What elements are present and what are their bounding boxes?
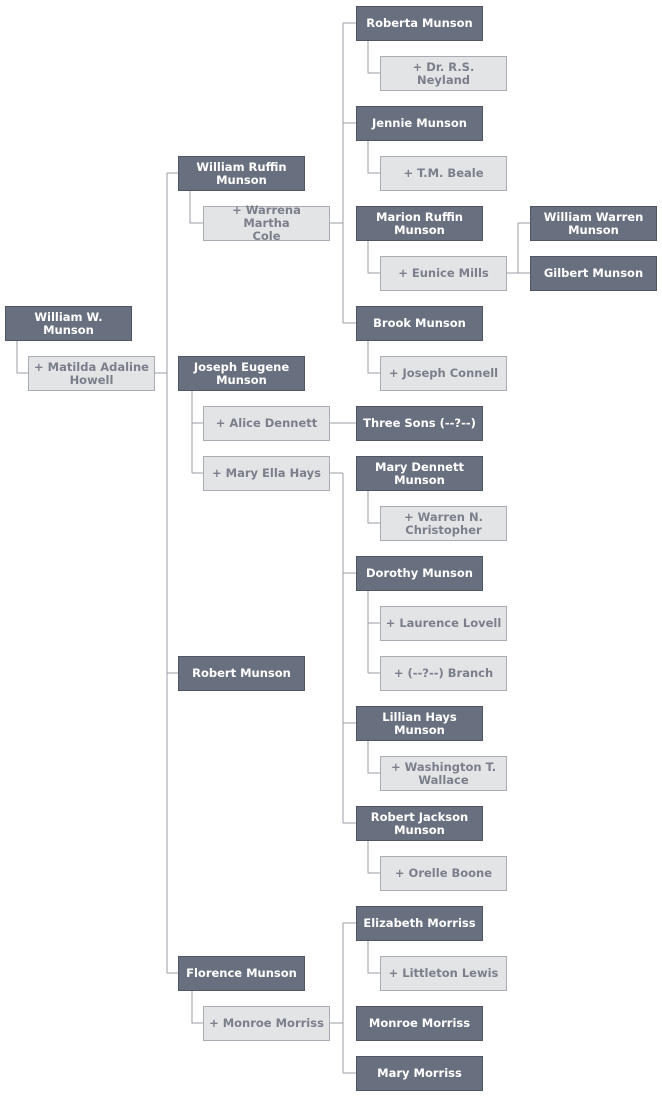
person-william-warren-munson[interactable]: William Warren Munson bbox=[530, 206, 657, 241]
person-william-w-munson[interactable]: William W. Munson bbox=[5, 306, 132, 341]
spouse-link bbox=[191, 391, 203, 474]
spouse-joseph-connell[interactable]: + Joseph Connell bbox=[380, 356, 507, 391]
spouse-link bbox=[189, 191, 203, 224]
spouse-link bbox=[367, 841, 380, 874]
spouse-mary-ella-hays[interactable]: + Mary Ella Hays bbox=[203, 456, 330, 491]
spouse-tm-beale[interactable]: + T.M. Beale bbox=[380, 156, 507, 191]
children-link bbox=[330, 22, 356, 324]
spouse-link bbox=[367, 241, 380, 274]
person-florence-munson[interactable]: Florence Munson bbox=[178, 956, 305, 991]
spouse-link bbox=[367, 591, 380, 674]
spouse-monroe-morriss[interactable]: + Monroe Morriss bbox=[203, 1006, 330, 1041]
person-mary-dennett-munson[interactable]: Mary Dennett Munson bbox=[356, 456, 483, 491]
spouse-washington-t-wallace[interactable]: + Washington T. Wallace bbox=[380, 756, 507, 791]
spouse-warrena-martha-cole[interactable]: + Warrena Martha Cole bbox=[203, 204, 330, 243]
person-william-ruffin-munson[interactable]: William Ruffin Munson bbox=[178, 156, 305, 191]
person-mary-morriss[interactable]: Mary Morriss bbox=[356, 1056, 483, 1091]
person-roberta-munson[interactable]: Roberta Munson bbox=[356, 6, 483, 41]
spouse-link bbox=[367, 491, 380, 524]
spouse-eunice-mills[interactable]: + Eunice Mills bbox=[380, 256, 507, 291]
person-robert-jackson-munson[interactable]: Robert Jackson Munson bbox=[356, 806, 483, 841]
person-jennie-munson[interactable]: Jennie Munson bbox=[356, 106, 483, 141]
spouse-laurence-lovell[interactable]: + Laurence Lovell bbox=[380, 606, 507, 641]
spouse-littleton-lewis[interactable]: + Littleton Lewis bbox=[380, 956, 507, 991]
spouse-link bbox=[367, 41, 380, 74]
person-gilbert-munson[interactable]: Gilbert Munson bbox=[530, 256, 657, 291]
spouse-branch[interactable]: + (--?--) Branch bbox=[380, 656, 507, 691]
person-robert-munson[interactable]: Robert Munson bbox=[178, 656, 305, 691]
children-link bbox=[330, 922, 356, 1074]
person-joseph-eugene-munson[interactable]: Joseph Eugene Munson bbox=[178, 356, 305, 391]
spouse-alice-dennett[interactable]: + Alice Dennett bbox=[203, 406, 330, 441]
spouse-link bbox=[367, 341, 380, 374]
spouse-matilda-adaline-howell[interactable]: + Matilda Adaline Howell bbox=[28, 356, 155, 391]
spouse-orelle-boone[interactable]: + Orelle Boone bbox=[380, 856, 507, 891]
children-link bbox=[507, 222, 530, 274]
spouse-link bbox=[16, 341, 28, 374]
person-monroe-morriss[interactable]: Monroe Morriss bbox=[356, 1006, 483, 1041]
spouse-link bbox=[191, 991, 203, 1024]
person-dorothy-munson[interactable]: Dorothy Munson bbox=[356, 556, 483, 591]
person-lillian-hays-munson[interactable]: Lillian Hays Munson bbox=[356, 706, 483, 741]
spouse-link bbox=[367, 141, 380, 174]
person-marion-ruffin-munson[interactable]: Marion Ruffin Munson bbox=[356, 206, 483, 241]
spouse-dr-rs-neyland[interactable]: + Dr. R.S. Neyland bbox=[380, 56, 507, 91]
person-brook-munson[interactable]: Brook Munson bbox=[356, 306, 483, 341]
spouse-warren-n-christopher[interactable]: + Warren N. Christopher bbox=[380, 506, 507, 541]
children-link bbox=[155, 172, 178, 974]
children-link bbox=[330, 472, 356, 824]
spouse-link bbox=[367, 941, 380, 974]
person-elizabeth-morriss[interactable]: Elizabeth Morriss bbox=[356, 906, 483, 941]
person-three-sons[interactable]: Three Sons (--?--) bbox=[356, 406, 483, 441]
spouse-link bbox=[367, 741, 380, 774]
